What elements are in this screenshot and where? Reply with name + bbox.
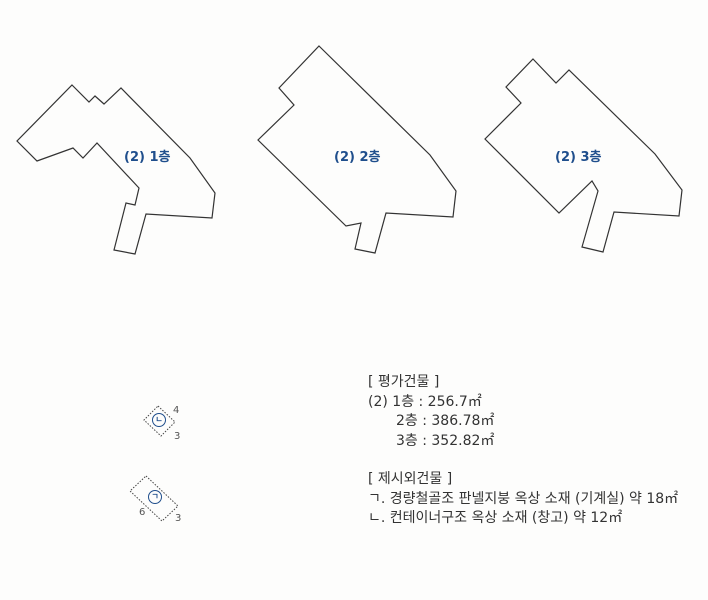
floor-3-outline (484, 58, 683, 253)
annex-nieun-marker: ㄴ (152, 413, 166, 427)
legend-excluded-title: [ 제시외건물 ] (368, 471, 453, 487)
legend-evaluated-title: [ 평가건물 ] (368, 374, 440, 390)
floor-2-outline (257, 45, 457, 254)
legend-evaluated-item: 3층 : 352.82㎡ (396, 432, 495, 449)
annex-nieun-outline (143, 405, 176, 437)
floor-1-label: (2) 1층 (124, 150, 171, 165)
legend-excluded: [ 제시외건물 ] ㄱ. 경량철골조 판넬지붕 옥상 소재 (기계실) 약 18… (368, 470, 678, 529)
legend-excluded-item: ㄱ. 경량철골조 판넬지붕 옥상 소재 (기계실) 약 18㎡ (368, 490, 679, 507)
annex-giyeok-marker: ㄱ (148, 490, 162, 504)
annex-nieun-dim-bottom: 3 (174, 431, 181, 442)
annex-giyeok-dim-bottom: 3 (175, 513, 182, 524)
legend-excluded-item: ㄴ. 컨테이너구조 옥상 소재 (창고) 약 12㎡ (368, 510, 623, 526)
annex-giyeok-dim-left: 6 (139, 507, 146, 518)
legend-evaluated-item: (2) 1층 : 256.7㎡ (368, 393, 482, 410)
annex-nieun-dim-top: 4 (173, 405, 180, 416)
legend-evaluated-item: 2층 : 386.78㎡ (396, 413, 495, 429)
floor-1-outline (16, 84, 216, 255)
floor-3-label: (2) 3층 (555, 150, 602, 165)
floor-2-label: (2) 2층 (334, 150, 381, 165)
legend-evaluated: [ 평가건물 ] (2) 1층 : 256.7㎡ 2층 : 386.78㎡ 3층… (368, 373, 494, 451)
